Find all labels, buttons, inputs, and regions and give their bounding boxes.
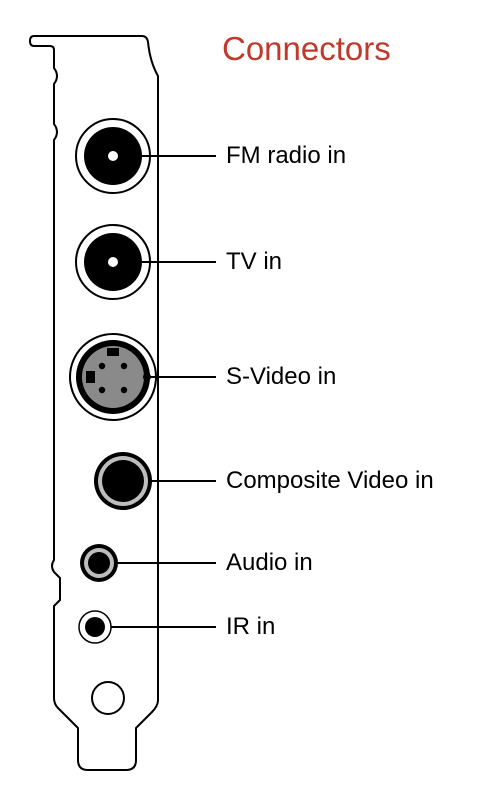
- fm-radio-connector: [75, 118, 151, 194]
- card-bracket-outline: [29, 35, 159, 771]
- audio-jack-connector: [80, 544, 118, 582]
- tv-label: TV in: [226, 248, 283, 275]
- ir-label: IR in: [226, 613, 276, 640]
- tv-connector: [75, 224, 151, 300]
- svideo-connector: [69, 333, 157, 421]
- composite-video-label: Composite Video in: [226, 467, 434, 494]
- audio-label: Audio in: [226, 549, 313, 576]
- ir-jack-connector: [78, 610, 112, 644]
- fm-radio-label: FM radio in: [226, 142, 347, 169]
- diagram-title: Connectors: [222, 30, 391, 67]
- mounting-hole: [91, 681, 125, 715]
- composite-video-connector: [94, 452, 152, 510]
- svideo-label: S-Video in: [226, 363, 337, 390]
